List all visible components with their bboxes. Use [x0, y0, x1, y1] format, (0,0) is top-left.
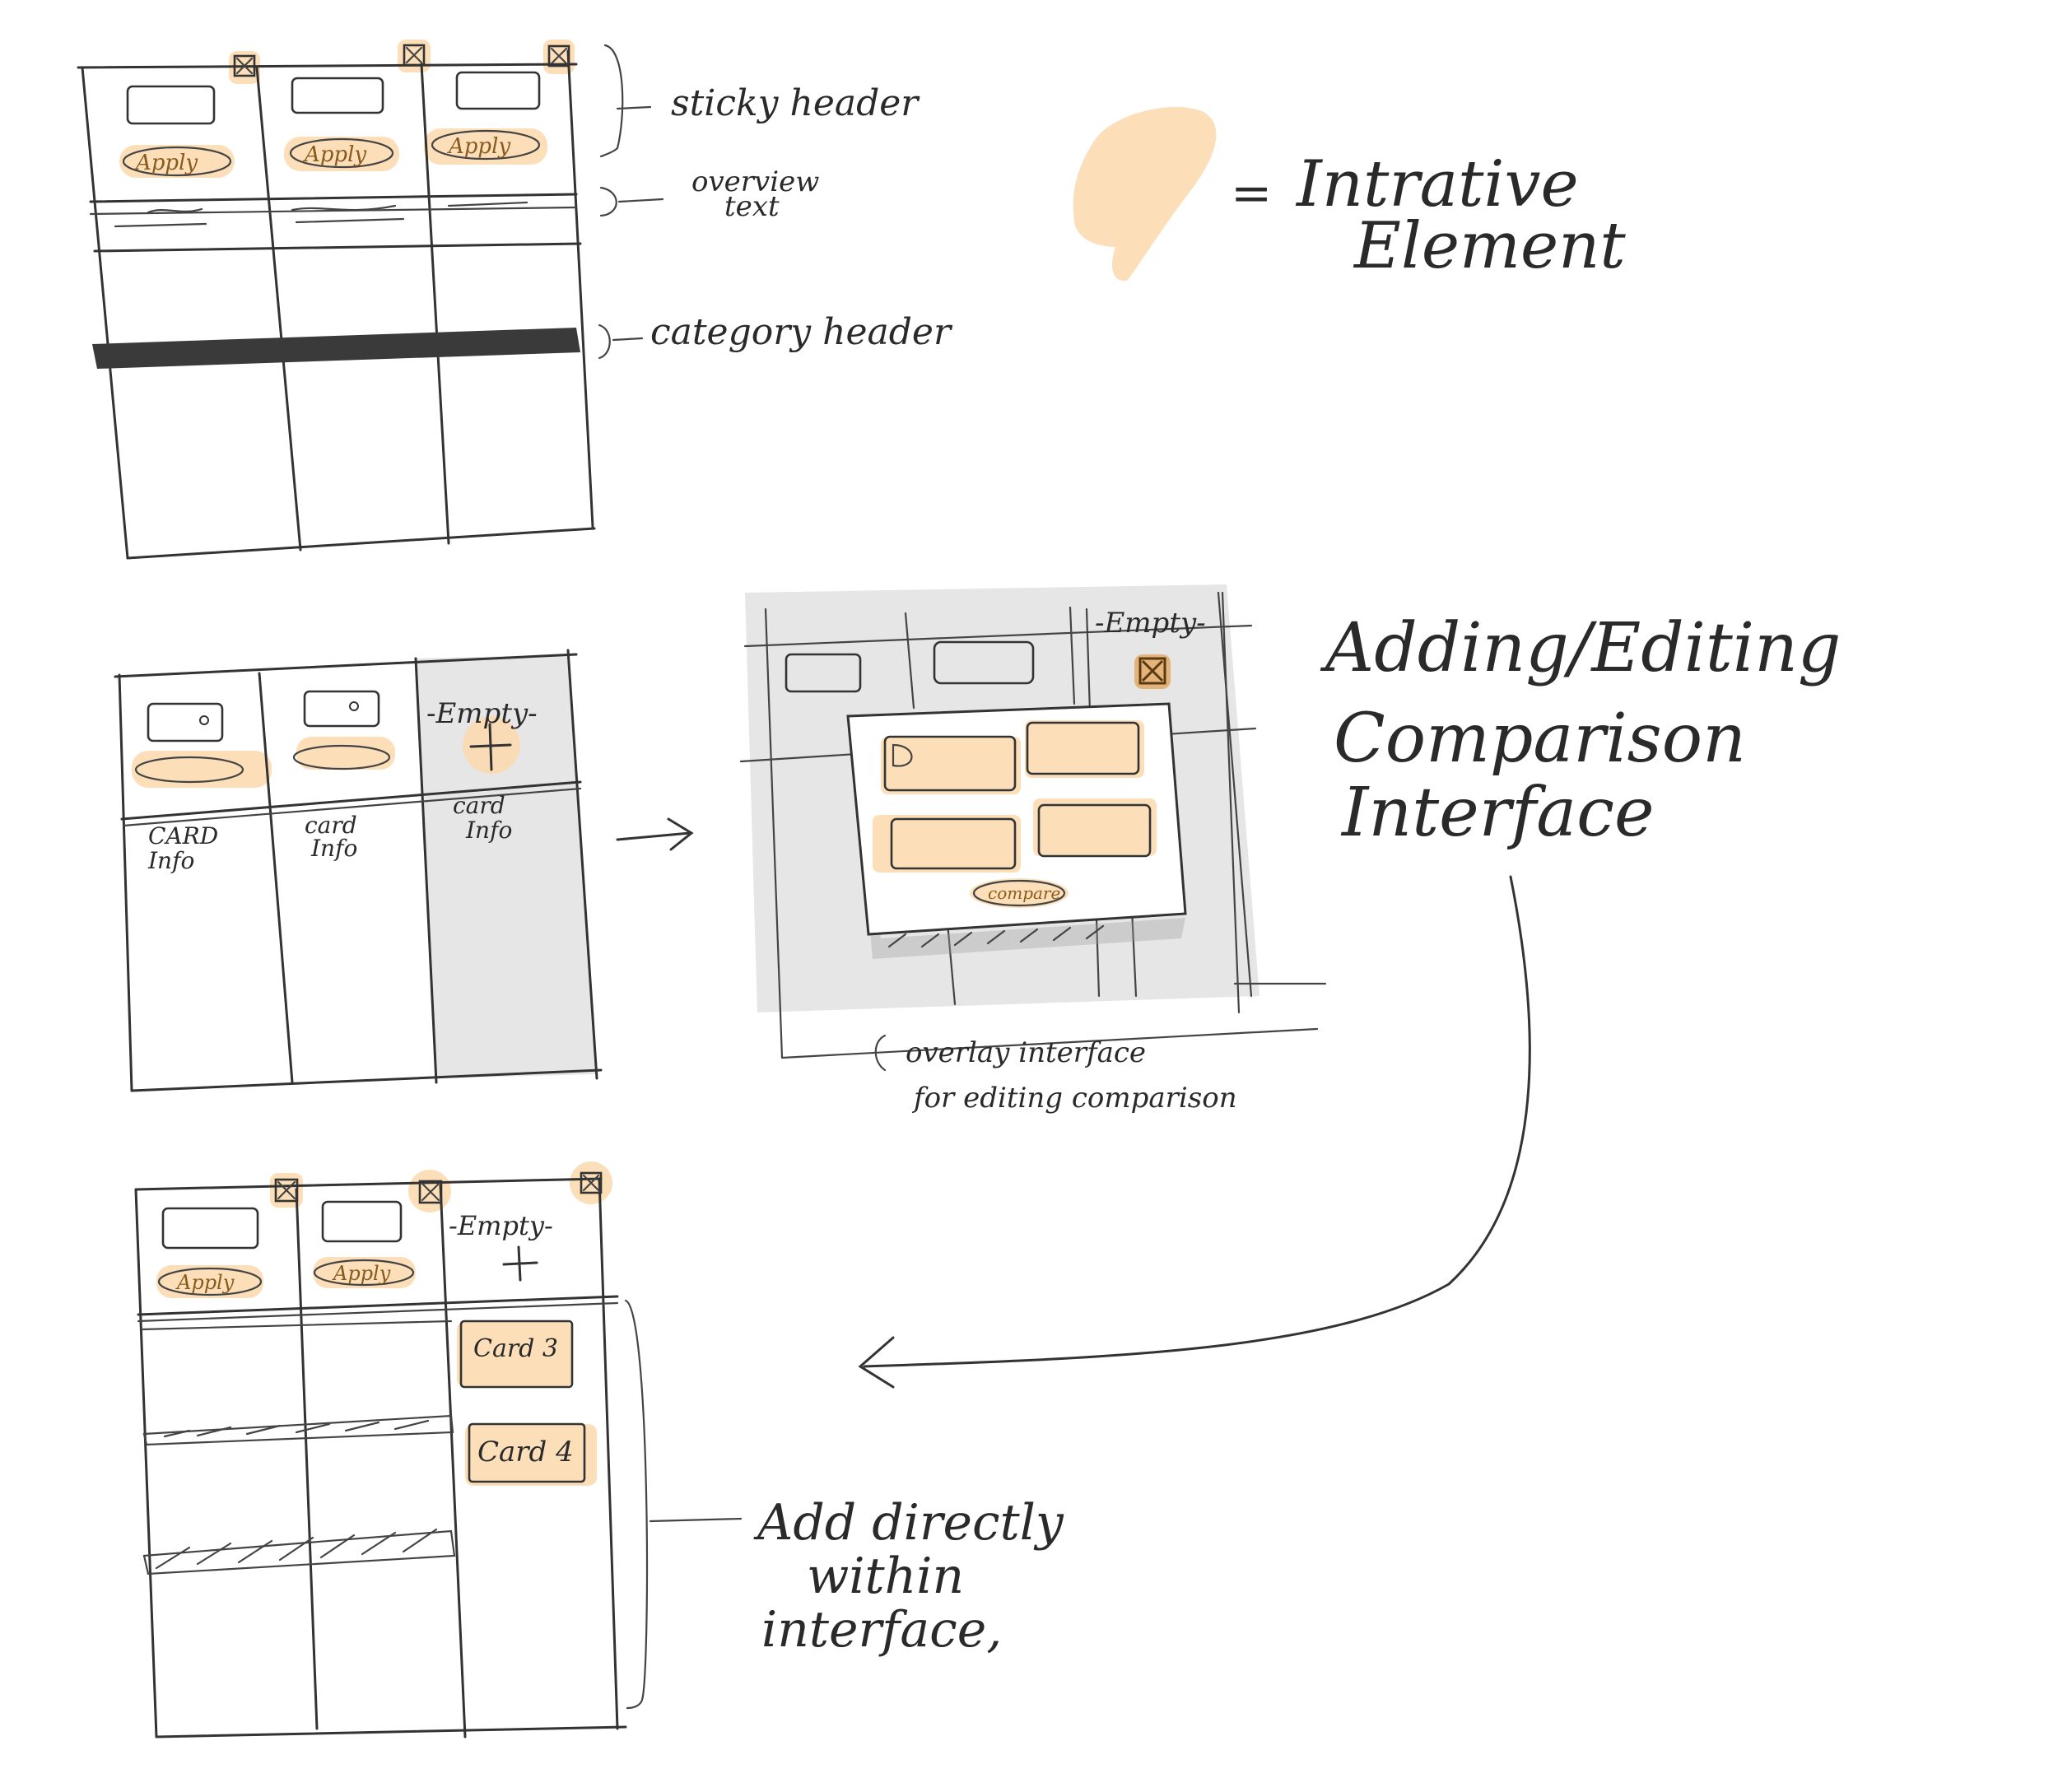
- compare-button[interactable]: compare: [970, 878, 1069, 908]
- card-tile[interactable]: [890, 817, 1017, 870]
- card-info-label: Info: [310, 835, 357, 862]
- card-tile[interactable]: [883, 735, 1017, 792]
- apply-button-label: Apply: [303, 142, 366, 167]
- add-directly-label: within: [807, 1548, 964, 1605]
- apply-button[interactable]: Apply: [122, 146, 232, 177]
- apply-button[interactable]: Apply: [313, 1259, 415, 1287]
- card-tile[interactable]: [1037, 803, 1152, 858]
- sketch1-apply-highlight: [119, 145, 235, 178]
- card-image-placeholder: [933, 640, 1035, 685]
- section-title: Adding/Editing Comparison Interface: [1320, 609, 1841, 852]
- close-icon[interactable]: [547, 44, 570, 67]
- sketch1-table: Apply Apply Apply: [77, 40, 596, 560]
- close-icon[interactable]: [418, 1180, 443, 1204]
- card-info-label: Info: [465, 817, 512, 844]
- card-image-placeholder: [321, 1200, 403, 1243]
- card-image-placeholder: [291, 77, 384, 114]
- curved-arrow-icon: [858, 875, 1531, 1389]
- card-info-label: card: [305, 812, 357, 839]
- card-info-label: CARD: [148, 822, 218, 849]
- legend: = Intrative Element: [1073, 106, 1626, 283]
- card-image-placeholder: [785, 653, 862, 693]
- sticky-header-annotation: sticky header: [599, 44, 920, 158]
- card-option[interactable]: Card 4: [468, 1422, 586, 1483]
- card-option-highlight: [457, 1321, 572, 1387]
- card-tile-highlight: [873, 815, 1021, 873]
- card-info-label: card: [453, 792, 505, 819]
- card-select-button[interactable]: [134, 756, 244, 784]
- title-line: Adding/Editing: [1320, 609, 1841, 687]
- card-select-button[interactable]: [292, 744, 391, 770]
- overlay-caption-text: overlay interface: [906, 1036, 1146, 1069]
- card-select-highlight: [132, 751, 272, 788]
- overview-label: text: [724, 190, 780, 223]
- overlay-caption-text: for editing comparison: [911, 1082, 1237, 1115]
- highlight-swatch: [1073, 106, 1217, 281]
- empty-slot-label: -Empty-: [449, 1210, 553, 1241]
- card-tile-highlight: [1033, 798, 1157, 856]
- close-icon[interactable]: [233, 54, 256, 77]
- card-option-label: Card 3: [473, 1334, 558, 1363]
- overview-text-annotation: overview text: [599, 165, 819, 223]
- apply-button-label: Apply: [447, 134, 510, 159]
- card-info-label: Info: [147, 847, 194, 874]
- card-image-placeholder: [147, 702, 224, 742]
- add-card-plus-icon[interactable]: [469, 723, 512, 771]
- sketch4-table: Apply Apply -Empty- Card 3 Card 4: [134, 1161, 627, 1738]
- add-card-plus-icon[interactable]: [502, 1245, 538, 1282]
- apply-button[interactable]: Apply: [289, 137, 394, 169]
- sketch2-table: -Empty- CARD Info card Info card Info: [114, 649, 603, 1092]
- card-option-label: Card 4: [477, 1436, 574, 1469]
- card-select-highlight: [296, 737, 395, 770]
- empty-column-shade: [416, 654, 597, 1078]
- right-arrow-icon: [616, 817, 694, 851]
- card-tile-highlight: [1025, 720, 1144, 778]
- compare-button-label: compare: [988, 883, 1060, 903]
- sketch3-overlay-sketch: -Empty- compare: [739, 584, 1327, 1059]
- selected-card-marker: [892, 743, 913, 767]
- apply-button-label: Apply: [332, 1262, 391, 1285]
- sketch1-apply-highlight: [284, 137, 399, 171]
- card-option[interactable]: Card 3: [459, 1320, 574, 1389]
- card-image-placeholder: [161, 1207, 259, 1250]
- card-tile[interactable]: [1026, 721, 1140, 775]
- add-directly-label: interface,: [761, 1601, 1002, 1659]
- category-header-bar: [92, 328, 580, 369]
- close-icon[interactable]: [403, 44, 426, 67]
- sketch4-apply-highlight: [156, 1265, 263, 1298]
- legend-label: Element: [1353, 209, 1626, 283]
- overlay-caption: overlay interface for editing comparison: [874, 1034, 1237, 1115]
- close-icon[interactable]: [580, 1171, 603, 1194]
- add-directly-label: Add directly: [753, 1494, 1064, 1552]
- category-header-annotation: category header: [598, 311, 953, 360]
- category-header-label: category header: [650, 311, 953, 353]
- legend-label: Intrative: [1295, 147, 1579, 221]
- card-image-placeholder: [303, 690, 380, 728]
- card-image-placeholder: [455, 71, 541, 110]
- overview-label: overview: [691, 165, 819, 198]
- close-icon[interactable]: [1134, 654, 1171, 689]
- apply-button[interactable]: Apply: [157, 1267, 263, 1296]
- card-tile-highlight: [881, 737, 1021, 794]
- title-line: Comparison: [1334, 700, 1746, 778]
- apply-button-label: Apply: [134, 151, 198, 175]
- apply-button-label: Apply: [175, 1271, 235, 1294]
- empty-slot-label: -Empty-: [1095, 607, 1206, 640]
- title-line: Interface: [1340, 774, 1655, 852]
- legend-equals: =: [1231, 165, 1272, 222]
- card-image-placeholder: [126, 85, 216, 125]
- sticky-header-label: sticky header: [671, 82, 920, 124]
- add-directly-annotation: Add directly within interface,: [624, 1299, 1064, 1710]
- close-icon[interactable]: [274, 1178, 299, 1203]
- apply-button[interactable]: Apply: [431, 129, 541, 161]
- empty-slot-label: -Empty-: [426, 697, 538, 730]
- sketch4-apply-highlight: [313, 1257, 416, 1288]
- card-option-highlight: [465, 1424, 597, 1486]
